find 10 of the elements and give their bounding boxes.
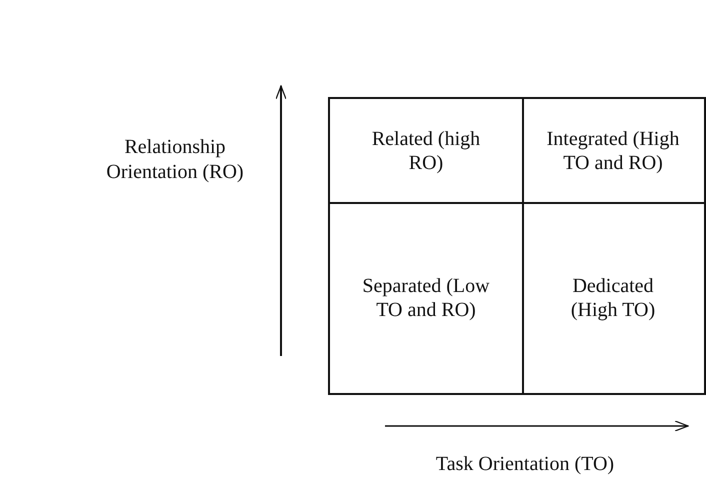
matrix-cell (522, 97, 706, 204)
matrix-cell (328, 97, 524, 204)
cell-text: Integrated (High TO and RO) (546, 126, 680, 174)
cell-text: Related (high RO) (370, 126, 482, 174)
cell-text: Separated (Low TO and RO) (361, 274, 491, 322)
axis-label: Task Orientation (TO) (434, 452, 616, 477)
matrix-cell (328, 202, 524, 395)
axis-label: Relationship Orientation (RO) (105, 135, 245, 185)
cell-text: Dedicated (High TO) (570, 274, 656, 322)
matrix-cell (522, 202, 706, 395)
